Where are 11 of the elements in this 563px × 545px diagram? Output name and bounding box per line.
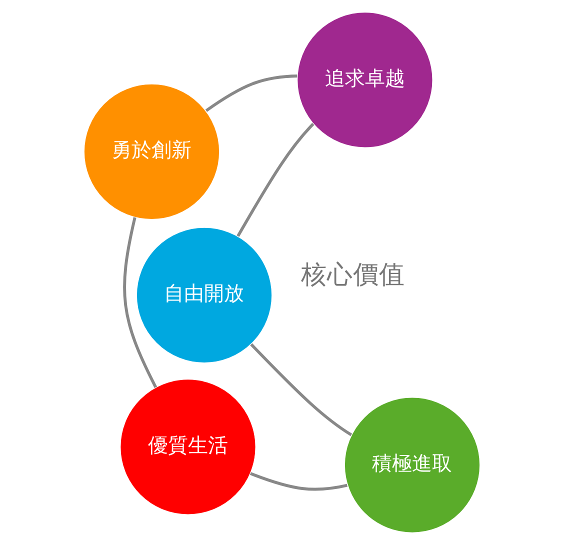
connector bbox=[249, 472, 347, 491]
label: 核心價值 bbox=[300, 260, 404, 290]
connector bbox=[204, 74, 297, 112]
node-circle: 優質生活 bbox=[119, 378, 256, 516]
connector bbox=[250, 343, 352, 436]
node-circle: 積極進取 bbox=[343, 396, 480, 534]
connector bbox=[122, 217, 157, 388]
node-circle: 自由開放 bbox=[135, 226, 272, 364]
node-circle: 勇於創新 bbox=[82, 83, 220, 220]
node-circle: 追求卓越 bbox=[296, 12, 433, 148]
connector bbox=[236, 122, 314, 237]
